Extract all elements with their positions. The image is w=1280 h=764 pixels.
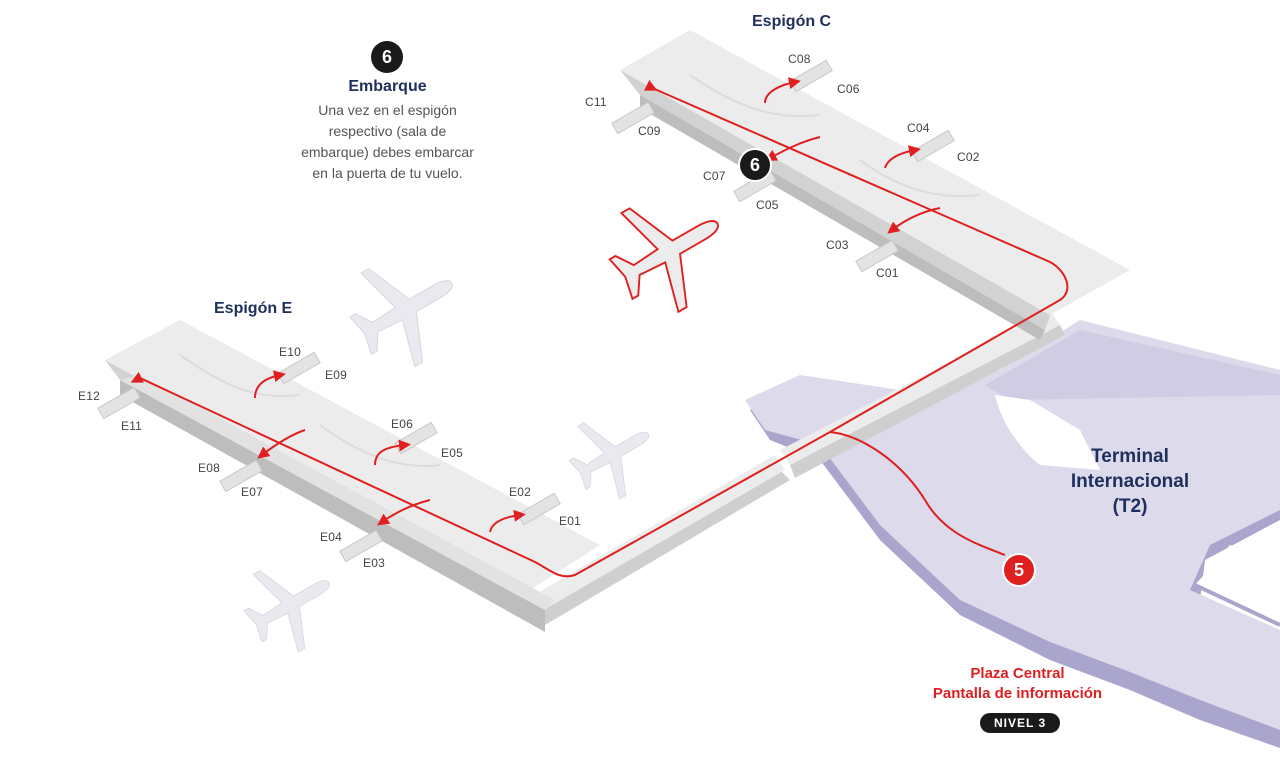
step-6-badge: 6: [371, 41, 403, 73]
gate-label: E06: [391, 417, 413, 431]
gate-label: E11: [121, 419, 143, 433]
gate-marker-6: 6: [738, 148, 772, 182]
step-6-title: Embarque: [348, 78, 427, 95]
plaza-info: Plaza Central Pantalla de información: [932, 665, 1103, 702]
route-path: [130, 77, 1069, 578]
gate-label: C01: [876, 266, 899, 280]
gate-label: E07: [241, 485, 263, 499]
gate-label: C06: [837, 82, 860, 96]
pier-e: [105, 320, 600, 632]
gate-stubs: [97, 59, 955, 563]
gate-label: E03: [363, 556, 385, 570]
gate-label: E04: [320, 530, 342, 544]
step-6-description: Una vez en el espigón respectivo (sala d…: [301, 102, 474, 181]
gate-label: E09: [325, 368, 347, 382]
gate-label: C08: [788, 52, 811, 66]
level-badge: NIVEL 3: [980, 713, 1061, 733]
gate-label: E12: [78, 389, 100, 403]
step-5-badge: 5: [1002, 553, 1036, 587]
gate-label: E08: [198, 461, 220, 475]
highlighted-airplane-icon: [591, 173, 747, 330]
gate-label: C02: [957, 150, 980, 164]
pier-e-title: Espigón E: [214, 300, 293, 317]
gate-label: E01: [559, 514, 581, 528]
gate-label: C04: [907, 121, 930, 135]
gate-label: E02: [509, 485, 531, 499]
pier-c-title: Espigón C: [752, 13, 832, 30]
step-6-info: Embarque Una vez en el espigón respectiv…: [260, 76, 515, 184]
gate-label: C03: [826, 238, 849, 252]
gate-label: C09: [638, 124, 661, 138]
terminal-name: Terminal Internacional (T2): [1070, 446, 1190, 517]
gate-label: E10: [279, 345, 301, 359]
gate-label: C05: [756, 198, 779, 212]
gate-label: E05: [441, 446, 463, 460]
gate-label: C11: [585, 95, 607, 109]
gate-label: C07: [703, 169, 726, 183]
